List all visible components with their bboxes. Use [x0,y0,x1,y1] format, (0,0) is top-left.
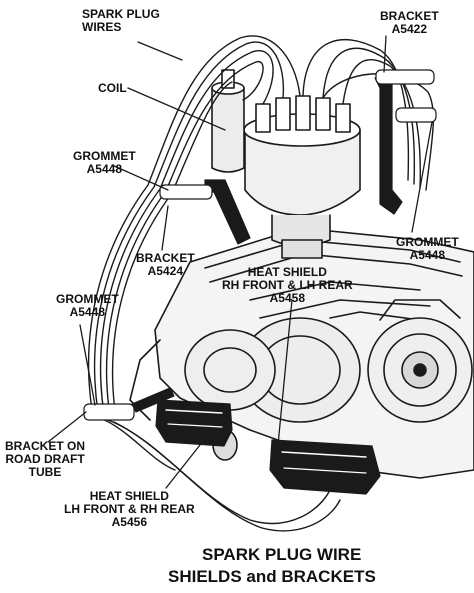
alternator [367,299,473,423]
label-heat-shield-a5456: HEAT SHIELD LH FRONT & RH REAR A5456 [64,489,195,529]
label-bracket-road-draft: BRACKET ON ROAD DRAFT TUBE [5,439,85,479]
bracket-road-draft-shape [83,387,175,421]
caption-line-1: SPARK PLUG WIRE [202,545,362,564]
bracket-a5422-shape [374,69,437,215]
heat-shield-left-shape [155,399,233,447]
label-bracket-a5422: BRACKET A5422 [380,9,439,36]
bracket-a5424-shape [159,179,251,245]
label-coil: COIL [98,81,127,95]
label-grommet-left-upper: GROMMET A5448 [73,149,136,176]
label-heat-shield-a5458: HEAT SHIELD RH FRONT & LH REAR A5458 [222,265,353,305]
caption-line-2: SHIELDS and BRACKETS [168,567,376,586]
distributor [243,95,361,259]
leader-lines [47,35,433,489]
heat-shield-right-shape [269,439,381,495]
spark-plug-wires [87,35,435,532]
label-grommet-left-lower: GROMMET A5448 [56,292,119,319]
coil [211,69,245,173]
label-grommet-right: GROMMET A5448 [396,235,459,262]
label-spark-plug-wires: SPARK PLUG WIRES [82,7,160,34]
label-bracket-a5424: BRACKET A5424 [136,251,195,278]
